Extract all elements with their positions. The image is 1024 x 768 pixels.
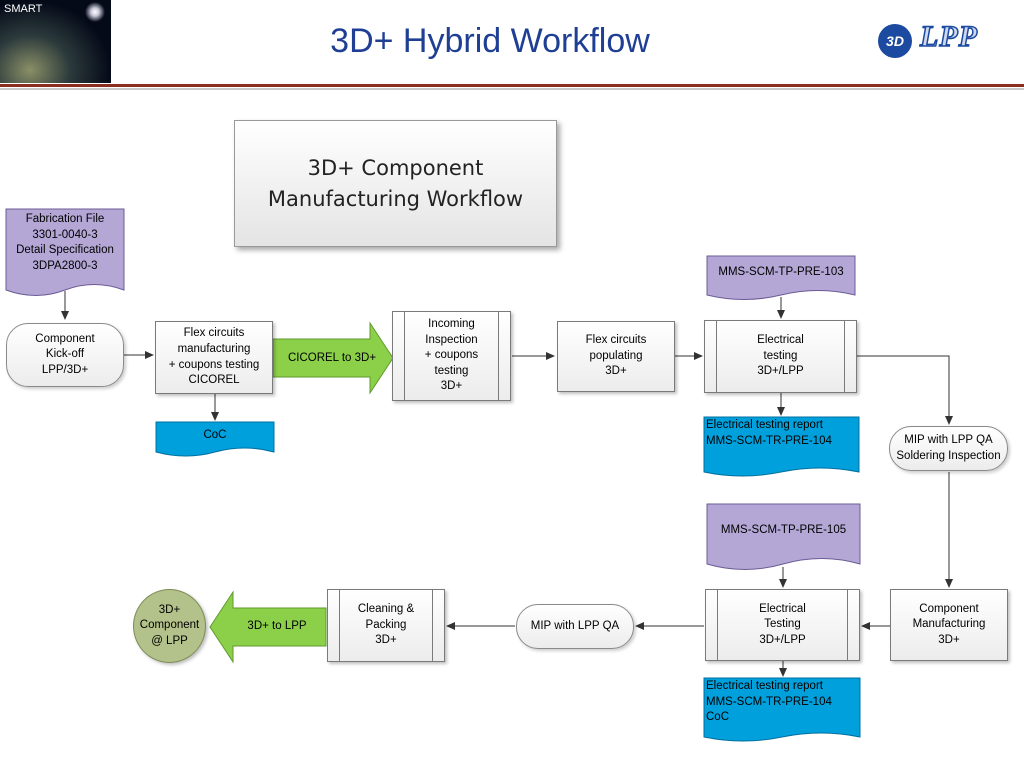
conn-test1-to-mip — [857, 355, 953, 425]
tp-103-doc: MMS-SCM-TP-PRE-103 — [718, 266, 844, 278]
fabrication-file-doc: Fabrication File 3301-0040-3 Detail Spec… — [16, 213, 114, 272]
component-manufacturing-node: Component Manufacturing 3D+ — [890, 589, 1008, 661]
doc-tp-103 — [706, 255, 856, 300]
flex-manufacturing-label: Flex circuits manufacturing + coupons te… — [168, 327, 260, 387]
final-component-label: 3D+ Component @ LPP — [139, 603, 200, 647]
cleaning-packing-node: Cleaning & Packing 3D+ — [327, 589, 445, 662]
component-kickoff-label: Component Kick-off LPP/3D+ — [35, 332, 95, 376]
tp-105-doc: MMS-SCM-TP-PRE-105 — [720, 524, 847, 536]
electrical-testing-2-label: Electrical Testing 3D+/LPP — [759, 602, 806, 646]
flex-populating-label: Flex circuits populating 3D+ — [585, 334, 647, 378]
electrical-testing-report-1: Electrical testing report MMS-SCM-TR-PRE… — [706, 419, 832, 447]
electrical-testing-2-node: Electrical Testing 3D+/LPP — [705, 589, 860, 661]
lpp-logo-mark: 3D — [878, 24, 912, 58]
smart-logo: SMART — [0, 0, 111, 83]
doc-report-2 — [703, 677, 861, 742]
doc-report-1 — [703, 416, 860, 477]
component-manufacturing-label: Component Manufacturing 3D+ — [912, 602, 986, 646]
final-component-node: 3D+ Component @ LPP — [133, 589, 206, 663]
arrow-cicorel-to-3d — [272, 321, 394, 395]
mip-qa-label: MIP with LPP QA — [530, 619, 620, 632]
smart-logo-label: SMART — [4, 3, 43, 15]
header-rule — [0, 84, 1024, 87]
header-rule-shadow — [0, 88, 1024, 90]
cicorel-to-3d-label: CICOREL to 3D+ — [287, 352, 377, 364]
electrical-testing-1-label: Electrical testing 3D+/LPP — [757, 334, 804, 378]
component-kickoff-node: Component Kick-off LPP/3D+ — [6, 323, 124, 387]
coc-doc: CoC — [203, 429, 227, 441]
electrical-testing-1-node: Electrical testing 3D+/LPP — [704, 320, 857, 393]
doc-tp-105 — [706, 503, 861, 570]
mip-soldering-label: MIP with LPP QA Soldering Inspection — [896, 433, 1001, 462]
mip-soldering-node: MIP with LPP QA Soldering Inspection — [889, 426, 1008, 471]
diagram-title: 3D+ Component Manufacturing Workflow — [234, 120, 557, 247]
3d-to-lpp-label: 3D+ to LPP — [247, 620, 307, 632]
flex-manufacturing-node: Flex circuits manufacturing + coupons te… — [155, 321, 273, 394]
flex-populating-node: Flex circuits populating 3D+ — [557, 321, 675, 392]
lpp-logo-text: LPP — [919, 19, 978, 54]
incoming-inspection-label: Incoming Inspection + coupons testing 3D… — [424, 318, 479, 393]
mip-qa-node: MIP with LPP QA — [516, 604, 634, 649]
incoming-inspection-node: Incoming Inspection + coupons testing 3D… — [392, 311, 511, 401]
electrical-testing-report-2: Electrical testing report MMS-SCM-TR-PRE… — [706, 680, 832, 724]
doc-coc — [155, 421, 275, 457]
doc-fabrication-file — [5, 208, 125, 296]
cleaning-packing-label: Cleaning & Packing 3D+ — [357, 603, 415, 647]
arrow-3d-to-lpp — [209, 590, 327, 664]
page-title: 3D+ Hybrid Workflow — [330, 22, 650, 60]
